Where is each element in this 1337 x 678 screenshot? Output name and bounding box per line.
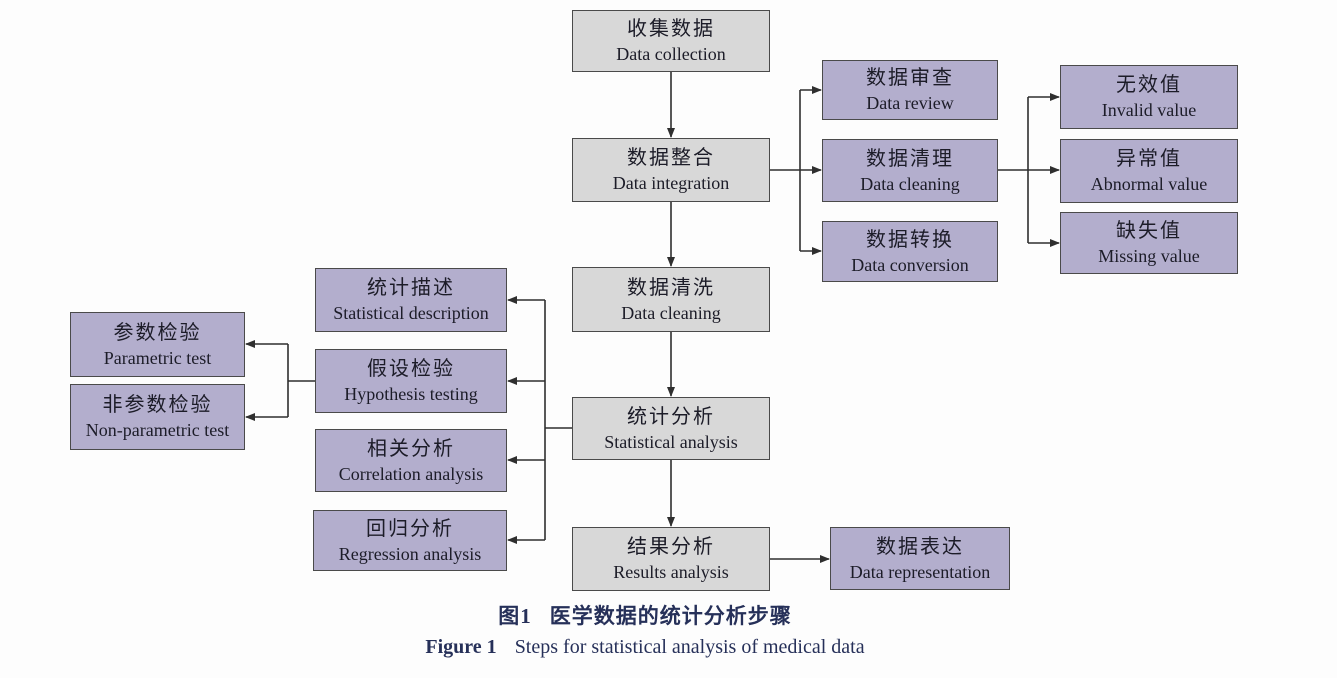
node-label-zh: 数据转换 [866,228,954,251]
figure-caption-en: Figure 1 Steps for statistical analysis o… [345,631,945,663]
node-label-en: Data cleaning [860,173,960,194]
node-abnormal-value: 异常值 Abnormal value [1060,139,1238,203]
node-results-analysis: 结果分析 Results analysis [572,527,770,591]
node-invalid-value: 无效值 Invalid value [1060,65,1238,129]
node-label-en: Results analysis [613,562,729,582]
figure-number-zh: 图1 [498,604,532,628]
node-label-zh: 统计描述 [367,277,455,299]
node-missing-value: 缺失值 Missing value [1060,212,1238,274]
node-label-en: Regression analysis [338,543,482,564]
node-label-zh: 假设检验 [367,358,455,380]
node-label-en: Data representation [849,561,991,582]
node-label-zh: 收集数据 [627,18,715,40]
node-label-en: Correlation analysis [338,463,484,484]
node-non-parametric-test: 非参数检验 Non-parametric test [70,384,245,450]
node-data-representation: 数据表达 Data representation [830,527,1010,590]
node-label-en: Parametric test [103,347,212,368]
node-label-zh: 相关分析 [367,437,455,460]
node-label-en: Data integration [612,173,730,193]
node-label-en: Non-parametric test [85,420,230,440]
node-label-zh: 非参数检验 [102,394,213,416]
figure-caption: 图1 医学数据的统计分析步骤 Figure 1 Steps for statisti… [345,601,945,663]
node-label-en: Hypothesis testing [344,384,478,404]
node-label-en: Data collection [616,44,726,64]
node-label-zh: 数据整合 [627,147,715,169]
figure-title-zh: 医学数据的统计分析步骤 [549,604,792,628]
node-hypothesis-testing: 假设检验 Hypothesis testing [315,349,507,413]
node-data-review: 数据审查 Data review [822,60,998,120]
node-label-zh: 数据清洗 [627,276,715,299]
node-label-en: Data review [866,93,954,113]
node-statistical-analysis: 统计分析 Statistical analysis [572,397,770,460]
node-label-zh: 结果分析 [627,536,715,558]
node-label-en: Statistical analysis [604,431,738,452]
node-label-zh: 数据表达 [876,535,964,558]
node-label-zh: 数据审查 [866,67,954,89]
node-statistical-description: 统计描述 Statistical description [315,268,507,332]
node-label-zh: 无效值 [1116,74,1182,96]
node-label-zh: 参数检验 [113,321,202,344]
node-label-zh: 缺失值 [1116,220,1182,242]
node-data-conversion: 数据转换 Data conversion [822,221,998,282]
node-data-integration: 数据整合 Data integration [572,138,770,202]
node-label-zh: 统计分析 [627,405,715,428]
node-label-en: Data cleaning [621,302,721,323]
node-label-zh: 数据清理 [866,147,954,170]
node-parametric-test: 参数检验 Parametric test [70,312,245,377]
node-label-en: Abnormal value [1090,174,1208,194]
node-label-en: Statistical description [333,303,489,323]
figure-number-en: Figure 1 [425,636,497,658]
node-label-en: Data conversion [851,254,969,275]
node-correlation-analysis: 相关分析 Correlation analysis [315,429,507,492]
figure-caption-zh: 图1 医学数据的统计分析步骤 [345,601,945,631]
node-label-zh: 回归分析 [366,517,454,540]
node-data-collection: 收集数据 Data collection [572,10,770,72]
node-data-cleaning-sub: 数据清理 Data cleaning [822,139,998,202]
figure-title-en: Steps for statistical analysis of medica… [514,636,865,658]
node-data-cleaning-main: 数据清洗 Data cleaning [572,267,770,332]
node-label-en: Invalid value [1101,100,1197,120]
node-label-zh: 异常值 [1116,148,1182,170]
node-regression-analysis: 回归分析 Regression analysis [313,510,507,571]
node-label-en: Missing value [1098,246,1200,266]
